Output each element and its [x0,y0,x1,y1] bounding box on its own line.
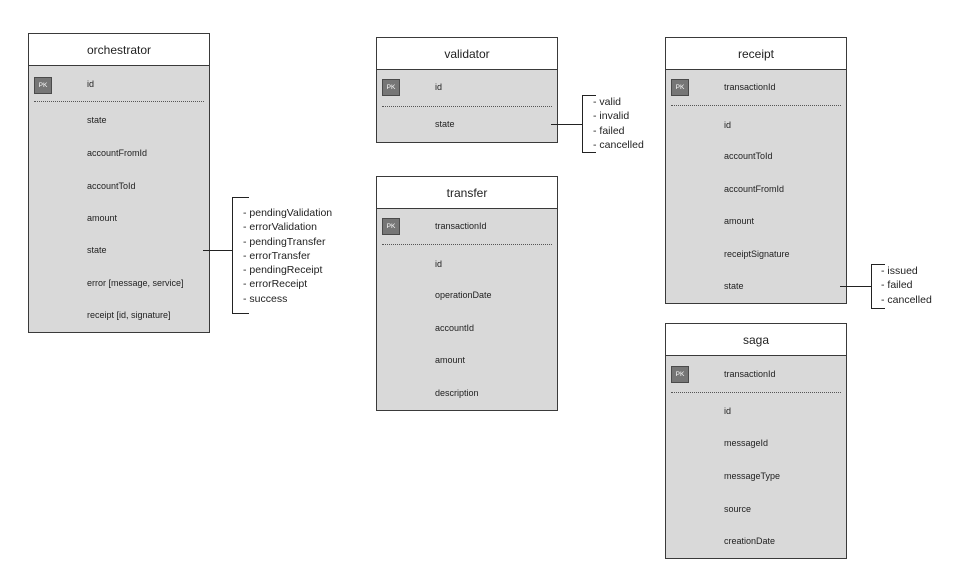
pk-badge: PK [382,79,400,96]
connector-line [840,286,872,287]
enum-value: - pendingValidation [243,207,333,219]
enum-value: - pendingTransfer [243,235,326,248]
validator-state-values: - valid - invalid - failed - cancelled [593,95,644,152]
pk-separator [671,392,841,393]
field: accountFromId [87,148,148,158]
entity-title: transfer [377,177,557,209]
field: receipt [id, signature] [87,310,171,320]
entity-title: saga [666,324,846,356]
bracket-line [232,313,249,314]
entity-saga: saga PK transactionId id messageId messa… [665,323,847,559]
field: state [87,115,107,125]
entity-validator: validator PK id state [376,37,558,143]
pk-field: id [87,79,95,89]
enum-value: - success [243,292,288,305]
enum-value: - cancelled [881,293,932,306]
field: amount [435,355,466,365]
bracket-line [232,197,249,198]
field: operationDate [435,290,492,300]
enum-value: - invalid [593,110,630,123]
field: state [87,245,107,255]
field: accountToId [724,151,773,161]
field: state [724,281,744,291]
field: id [435,259,443,269]
pk-badge: PK [382,218,400,235]
enum-value: - errorReceipt [243,278,308,291]
pk-badge: PK [34,77,52,94]
pk-field: transactionId [724,369,776,379]
field: accountToId [87,181,136,191]
entity-title: receipt [666,38,846,70]
entity-transfer: transfer PK transactionId id operationDa… [376,176,558,411]
field: accountId [435,323,475,333]
field: accountFromId [724,184,785,194]
pk-badge: PK [671,366,689,383]
field: amount [724,216,755,226]
enum-value: - issued [881,265,918,277]
enum-value: - failed [881,279,913,292]
field: messageType [724,471,781,481]
entity-title: orchestrator [29,34,209,66]
pk-separator [34,101,204,102]
bracket-line [871,264,872,309]
connector-line [203,250,233,251]
pk-badge: PK [671,79,689,96]
field: source [724,504,752,514]
field: error [message, service] [87,278,184,288]
connector-line [551,124,583,125]
enum-value: - errorValidation [243,221,317,234]
receipt-state-values: - issued - failed - cancelled [881,264,932,307]
bracket-line [582,95,583,153]
field: creationDate [724,536,776,546]
enum-value: - errorTransfer [243,249,311,262]
enum-value: - pendingReceipt [243,264,323,277]
bracket-line [871,264,885,265]
pk-separator [671,105,841,106]
field: description [435,388,479,398]
entity-title: validator [377,38,557,70]
entity-receipt: receipt PK transactionId id accountToId … [665,37,847,304]
field: receiptSignature [724,249,790,259]
bracket-line [232,197,233,314]
field: id [724,120,732,130]
pk-field: transactionId [435,221,487,231]
bracket-line [582,152,596,153]
pk-field: id [435,82,443,92]
pk-separator [382,244,552,245]
entity-orchestrator: orchestrator PK id state accountFromId a… [28,33,210,333]
field: state [435,119,455,129]
field: messageId [724,438,769,448]
enum-value: - valid [593,96,622,108]
enum-value: - failed [593,124,625,137]
enum-value: - cancelled [593,138,644,151]
pk-field: transactionId [724,82,776,92]
bracket-line [582,95,596,96]
field: id [724,406,732,416]
orchestrator-state-values: - pendingValidation - errorValidation - … [243,206,332,306]
pk-separator [382,106,552,107]
bracket-line [871,308,885,309]
field: amount [87,213,118,223]
